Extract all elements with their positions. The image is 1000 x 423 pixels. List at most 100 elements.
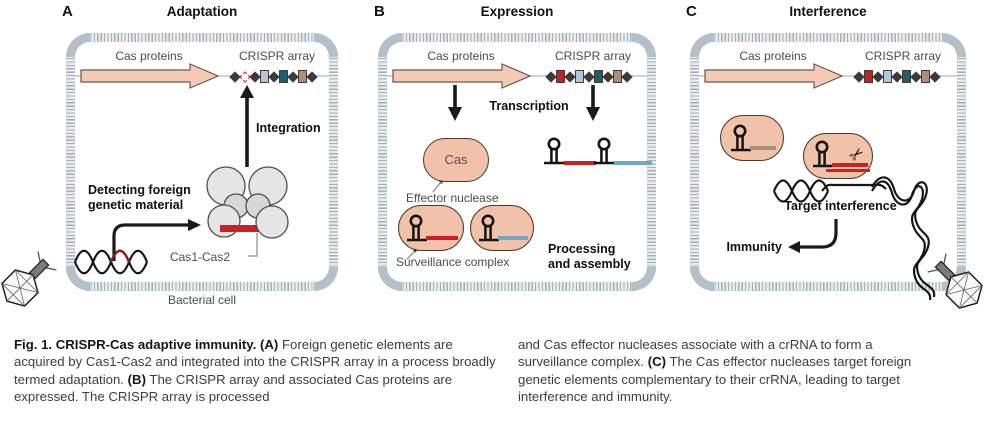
- crispr-array-label: CRISPR array: [554, 49, 631, 63]
- cas-effector-blob: Cas: [423, 138, 489, 182]
- panel-title: Interference: [789, 4, 867, 19]
- membrane-corner: [690, 267, 714, 291]
- membrane-bottom: [399, 282, 635, 291]
- repeat-diamond: [910, 70, 922, 83]
- bacteriophage-icon: [1, 251, 57, 307]
- cas-proteins-label: Cas proteins: [739, 49, 807, 63]
- repeat-diamond: [621, 70, 633, 83]
- repeat-diamond: [872, 70, 884, 83]
- detection-elbow-arrow-icon: [112, 219, 201, 261]
- bacteriophage-icon: [927, 253, 983, 309]
- repeat-diamond: [249, 70, 261, 83]
- crispr-array-icon: [229, 70, 330, 83]
- membrane-corner: [314, 33, 338, 57]
- bacterial-cell-outline: Cas proteins CRISPR array Transcription …: [378, 33, 656, 291]
- processing-label-line2: and assembly: [548, 257, 631, 271]
- caption-marker-b: (B): [127, 371, 146, 387]
- integration-arrow-icon: [240, 85, 254, 167]
- membrane-top: [399, 33, 635, 42]
- caption-text-c: The Cas effector nucleases target foreig…: [518, 354, 912, 405]
- effector-nuclease-label: Effector nuclease: [406, 191, 499, 205]
- expression-down-arrow-icon: [448, 85, 462, 121]
- cas1-cas2-complex-icon: [206, 166, 289, 239]
- surveillance-complex-red-blob: [398, 205, 464, 251]
- detecting-label-line1: Detecting foreign: [88, 183, 191, 197]
- caption-text-b-cont: and Cas effector nucleases associate wit…: [518, 337, 873, 370]
- surveillance-pointer-line: [406, 249, 417, 260]
- caption-fig-label: Fig. 1. CRISPR-Cas adaptive immunity.: [14, 337, 257, 352]
- crRNA-hairpin-icon: [813, 140, 833, 168]
- caption-marker-c: (C): [647, 354, 667, 370]
- membrane-left: [66, 54, 75, 270]
- membrane-top: [87, 33, 317, 42]
- repeat-diamond: [853, 70, 865, 83]
- transcription-down-arrow-icon: [586, 85, 600, 121]
- membrane-corner: [66, 33, 90, 57]
- immunity-label: Immunity: [726, 240, 782, 254]
- surveillance-complex-tan-blob: [720, 115, 784, 161]
- surveillance-complex-label: Surveillance complex: [396, 255, 510, 269]
- membrane-corner: [942, 33, 966, 57]
- panel-adaptation: A Adaptation Cas proteins CRISPR array I…: [1, 0, 361, 332]
- crRNA-red-spacer: [426, 236, 458, 240]
- crRNA-target-pairing-top: [832, 163, 868, 167]
- cas1-cas2-pointer-line: [248, 233, 258, 257]
- cas-proteins-label: Cas proteins: [427, 49, 495, 63]
- crRNA-hairpin-icon: [731, 124, 751, 152]
- membrane-bottom: [711, 282, 945, 291]
- caption-text-b: The CRISPR array and associated Cas prot…: [14, 371, 453, 405]
- membrane-top: [711, 33, 945, 42]
- effector-complex-blob: [803, 133, 873, 179]
- repeat-diamond: [602, 70, 614, 83]
- crispr-array-label: CRISPR array: [238, 49, 315, 63]
- cas-genes-arrow-icon: [392, 63, 532, 89]
- membrane-corner: [378, 267, 402, 291]
- cas1-cas2-label: Cas1-Cas2: [170, 250, 231, 264]
- panel-title: Expression: [480, 4, 554, 19]
- membrane-right: [329, 54, 338, 270]
- membrane-left: [690, 54, 699, 270]
- cas-genes-arrow-icon: [80, 63, 220, 89]
- panel-letter: B: [374, 3, 385, 20]
- repeat-diamond: [583, 70, 595, 83]
- repeat-diamond: [929, 70, 941, 83]
- foreign-dna-icon: [73, 249, 149, 275]
- crispr-array-icon: [853, 70, 954, 83]
- repeat-diamond: [268, 70, 280, 83]
- membrane-corner: [690, 33, 714, 57]
- crRNA-tan-spacer: [750, 146, 776, 150]
- panel-title: Adaptation: [166, 4, 238, 19]
- panel-letter: C: [686, 3, 697, 20]
- cas-genes-arrow-icon: [704, 63, 844, 89]
- membrane-right: [957, 54, 966, 270]
- membrane-corner: [632, 33, 656, 57]
- repeat-diamond: [545, 70, 557, 83]
- immunity-arrow-icon: [788, 219, 838, 253]
- processing-label-line1: Processing: [548, 242, 616, 256]
- repeat-diamond: [287, 70, 299, 83]
- membrane-corner: [632, 267, 656, 291]
- panel-interference: C Interference Cas proteins CRISPR array: [680, 0, 1000, 332]
- panel-letter: A: [62, 3, 73, 20]
- crispr-array-icon: [545, 70, 646, 83]
- membrane-bottom: [87, 282, 317, 291]
- bacterial-cell-outline: Cas proteins CRISPR array Integration Ca…: [66, 33, 338, 291]
- bacterial-cell-label: Bacterial cell: [167, 293, 237, 307]
- cas-proteins-label: Cas proteins: [115, 49, 183, 63]
- caption-right-column: and Cas effector nucleases associate wit…: [518, 336, 916, 406]
- repeat-diamond: [564, 70, 576, 83]
- crRNA-blue-spacer: [498, 236, 528, 240]
- target-dna-icon: [772, 176, 936, 301]
- membrane-corner: [378, 33, 402, 57]
- caption-text-a: Foreign genetic elements are acquired by…: [14, 337, 496, 387]
- crRNA-hairpin-icon: [479, 214, 499, 242]
- crRNA-hairpin-icon: [407, 214, 427, 242]
- bacterial-cell-outline: Cas proteins CRISPR array: [690, 33, 966, 301]
- detecting-label-line2: genetic material: [88, 198, 184, 212]
- pre-crRNA-icon: [544, 137, 652, 165]
- repeat-diamond: [891, 70, 903, 83]
- caption-marker-a: (A): [259, 337, 279, 352]
- panel-expression: B Expression Cas proteins CRISPR array: [368, 0, 668, 332]
- integration-label: Integration: [256, 121, 321, 135]
